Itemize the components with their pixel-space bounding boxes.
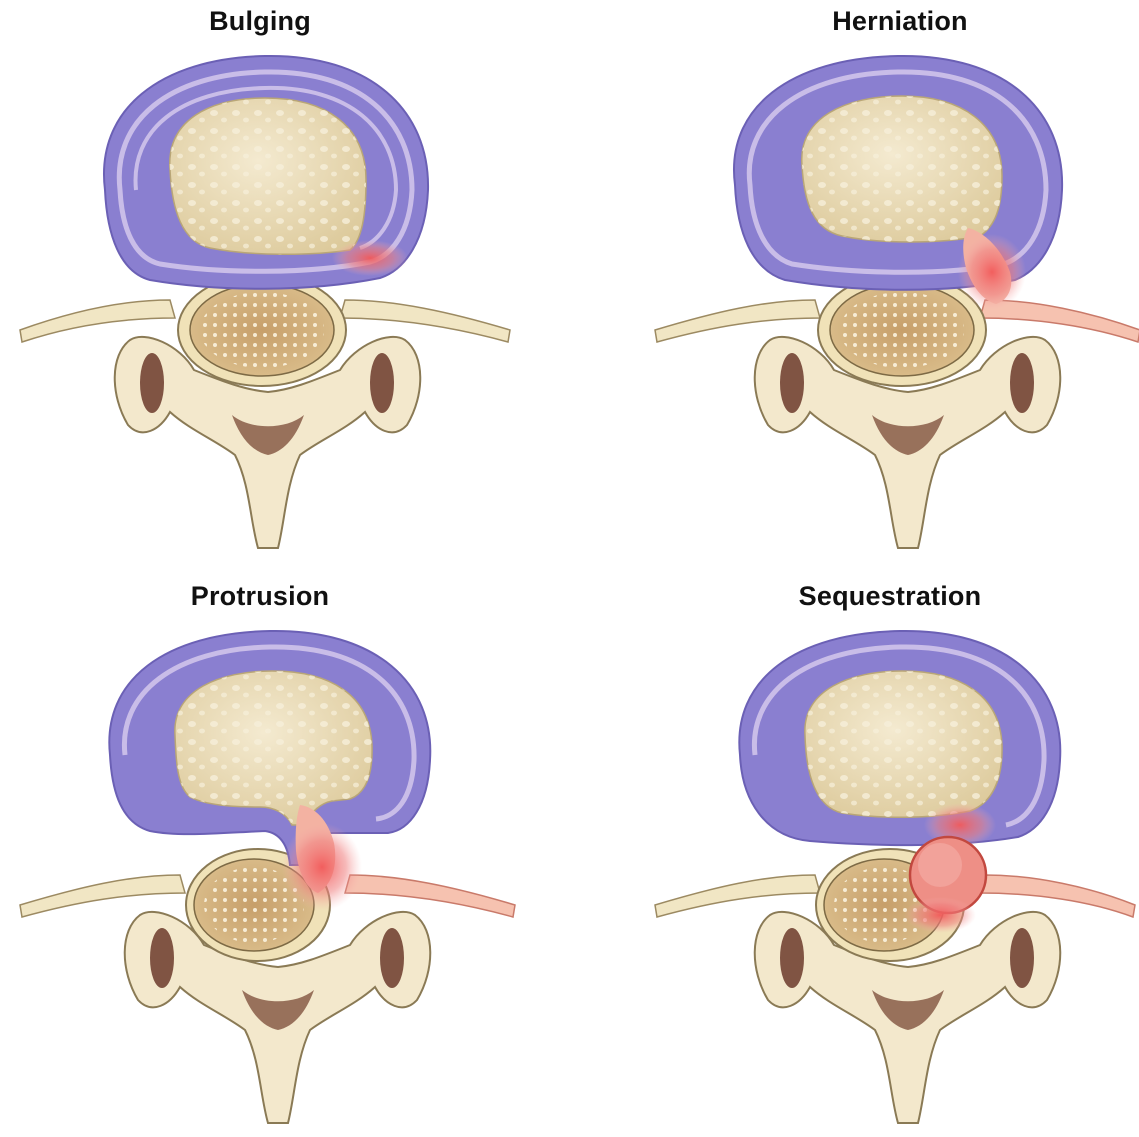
right-marrow: [380, 928, 404, 988]
left-marrow: [140, 353, 164, 413]
panel-bulging: Bulging: [10, 0, 550, 560]
right-marrow: [1010, 928, 1034, 988]
right-nerve-root: [345, 875, 515, 917]
right-marrow: [370, 353, 394, 413]
right-marrow: [1010, 353, 1034, 413]
panel-herniation: Herniation: [640, 0, 1139, 560]
vertebra-illustration-sequestration: [640, 575, 1139, 1135]
left-marrow: [780, 353, 804, 413]
vertebra-illustration-herniation: [640, 0, 1139, 560]
left-marrow: [780, 928, 804, 988]
protrusion-inflammation: [282, 823, 362, 911]
left-marrow: [150, 928, 174, 988]
vertebra-illustration-protrusion: [10, 575, 550, 1135]
herniation-inflammation: [958, 234, 1026, 310]
left-nerve-root: [20, 875, 185, 917]
bulge-inflammation: [332, 240, 408, 276]
left-nerve-root: [655, 300, 820, 342]
left-nerve-root: [655, 875, 820, 917]
vertebra-illustration-bulging: [10, 0, 550, 560]
sequestration-inflammation: [904, 897, 976, 933]
right-nerve-root: [980, 875, 1135, 917]
panel-protrusion: Protrusion: [10, 575, 550, 1135]
left-nerve-root: [20, 300, 175, 342]
panel-sequestration: Sequestration: [640, 575, 1139, 1135]
right-nerve-root: [340, 300, 510, 342]
